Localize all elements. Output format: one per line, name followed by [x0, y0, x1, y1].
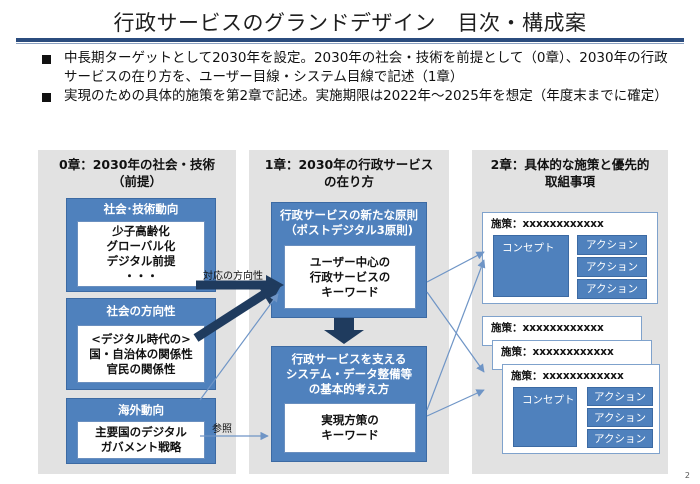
measure-card: 施策：xxxxxxxxxxxx コンセプト アクション アクション アクション — [482, 212, 658, 304]
measure-card-title: 施策：xxxxxxxxxxxx — [511, 370, 624, 382]
direction-item: <デジタル時代の> — [91, 331, 191, 346]
reference-arrow-up — [199, 293, 279, 401]
down-arrow — [324, 318, 364, 344]
direction-arrow-diagonal — [193, 284, 282, 342]
new-principles-box: 行政サービスの新たな原則 （ポストデジタル3原則) ユーザー中心の 行政サービス… — [271, 202, 427, 318]
system-data-box: 行政サービスを支える システム・データ整備等 の基本的考え方 実現方策の キーワ… — [271, 346, 427, 462]
action-block: アクション — [577, 257, 647, 277]
overseas-trends-content: 主要国のデジタル ガバメント戦略 — [77, 421, 205, 459]
concept-block: コンセプト — [493, 235, 569, 297]
action-block: アクション — [577, 279, 647, 299]
bullet-list: 中長期ターゲットとして2030年を設定。2030年の社会・技術を前提として（0章… — [38, 49, 678, 106]
concept-block: コンセプト — [513, 387, 577, 447]
page-title: 行政サービスのグランドデザイン 目次・構成案 — [113, 11, 587, 35]
new-principles-header-line2: （ポストデジタル3原則) — [284, 223, 414, 237]
direction-item: 官民の関係性 — [106, 361, 176, 376]
overseas-trends-header: 海外動向 — [118, 403, 164, 417]
principle-keyword: キーワード — [321, 284, 379, 299]
measure-card-title: 施策：xxxxxxxxxxxx — [491, 322, 604, 334]
trend-item: デジタル前提 — [106, 254, 176, 268]
chapter1-title-line1: 1章：2030年の行政サービス — [264, 157, 434, 172]
principle-keyword: 行政サービスの — [309, 269, 391, 284]
chapter2-title-line2: 取組事項 — [544, 174, 595, 189]
reference-label: 参照 — [212, 424, 232, 435]
system-data-content: 実現方策の キーワード — [284, 403, 416, 453]
new-principles-header-line1: 行政サービスの新たな原則 — [280, 208, 418, 222]
chapter2-title-line1: 2章：具体的な施策と優先的 — [490, 157, 650, 172]
social-tech-trends-content: 少子高齢化 グローバル化 デジタル前提 ・・・ — [77, 221, 205, 287]
overseas-item: 主要国のデジタル — [95, 425, 187, 439]
chapter2-panel: 2章：具体的な施策と優先的 取組事項 施策：xxxxxxxxxxxx コンセプト… — [472, 150, 668, 474]
direction-item: 国・自治体の関係性 — [89, 346, 193, 361]
measure-card-title: 施策：xxxxxxxxxxxx — [501, 346, 614, 358]
bullet-item: 実現のための具体的施策を第2章で記述。実施期限は2022年～2025年を想定（年… — [38, 87, 678, 106]
title-rule — [16, 38, 684, 42]
social-direction-content: <デジタル時代の> 国・自治体の関係性 官民の関係性 — [77, 325, 205, 383]
chapter1-title-line2: の在り方 — [323, 174, 374, 189]
system-data-header-line3: の基本的考え方 — [308, 382, 390, 396]
action-block: アクション — [587, 429, 653, 448]
measure-card: 施策：xxxxxxxxxxxx コンセプト アクション アクション アクション — [502, 364, 660, 454]
principle-keyword: ユーザー中心の — [309, 254, 391, 269]
chapter0-title-line2: （前提） — [111, 174, 162, 189]
new-principles-content: ユーザー中心の 行政サービスの キーワード — [284, 245, 416, 309]
chapter0-panel: 0章：2030年の社会・技術 （前提） 社会･技術動向 少子高齢化 グローバル化… — [38, 150, 236, 474]
chapter1-panel: 1章：2030年の行政サービス の在り方 行政サービスの新たな原則 （ポストデジ… — [249, 150, 449, 474]
action-block: アクション — [577, 235, 647, 255]
social-tech-trends-header: 社会･技術動向 — [103, 202, 179, 216]
bullet-item: 中長期ターゲットとして2030年を設定。2030年の社会・技術を前提として（0章… — [38, 49, 678, 87]
action-block: アクション — [587, 408, 653, 427]
page-number: 2 — [684, 471, 690, 480]
trend-item: ・・・ — [123, 269, 159, 283]
system-data-header-line1: 行政サービスを支える — [291, 352, 407, 366]
system-data-header-line2: システム・データ整備等 — [285, 367, 413, 381]
social-direction-box: 社会の方向性 <デジタル時代の> 国・自治体の関係性 官民の関係性 — [66, 298, 216, 390]
measure-keyword: キーワード — [321, 428, 379, 442]
direction-label: 対応の方向性 — [203, 271, 263, 282]
chapter0-title-line1: 0章：2030年の社会・技術 — [59, 157, 215, 172]
social-tech-trends-box: 社会･技術動向 少子高齢化 グローバル化 デジタル前提 ・・・ — [66, 198, 216, 292]
trend-item: グローバル化 — [106, 239, 176, 253]
link-arrows — [426, 251, 486, 417]
measure-keyword: 実現方策の — [321, 413, 379, 427]
overseas-item: ガバメント戦略 — [100, 440, 182, 454]
overseas-trends-box: 海外動向 主要国のデジタル ガバメント戦略 — [66, 398, 216, 464]
action-block: アクション — [587, 387, 653, 406]
measure-card-title: 施策：xxxxxxxxxxxx — [491, 218, 604, 230]
title-rule-thin — [16, 43, 684, 44]
trend-item: 少子高齢化 — [112, 224, 170, 238]
social-direction-header: 社会の方向性 — [106, 304, 176, 318]
